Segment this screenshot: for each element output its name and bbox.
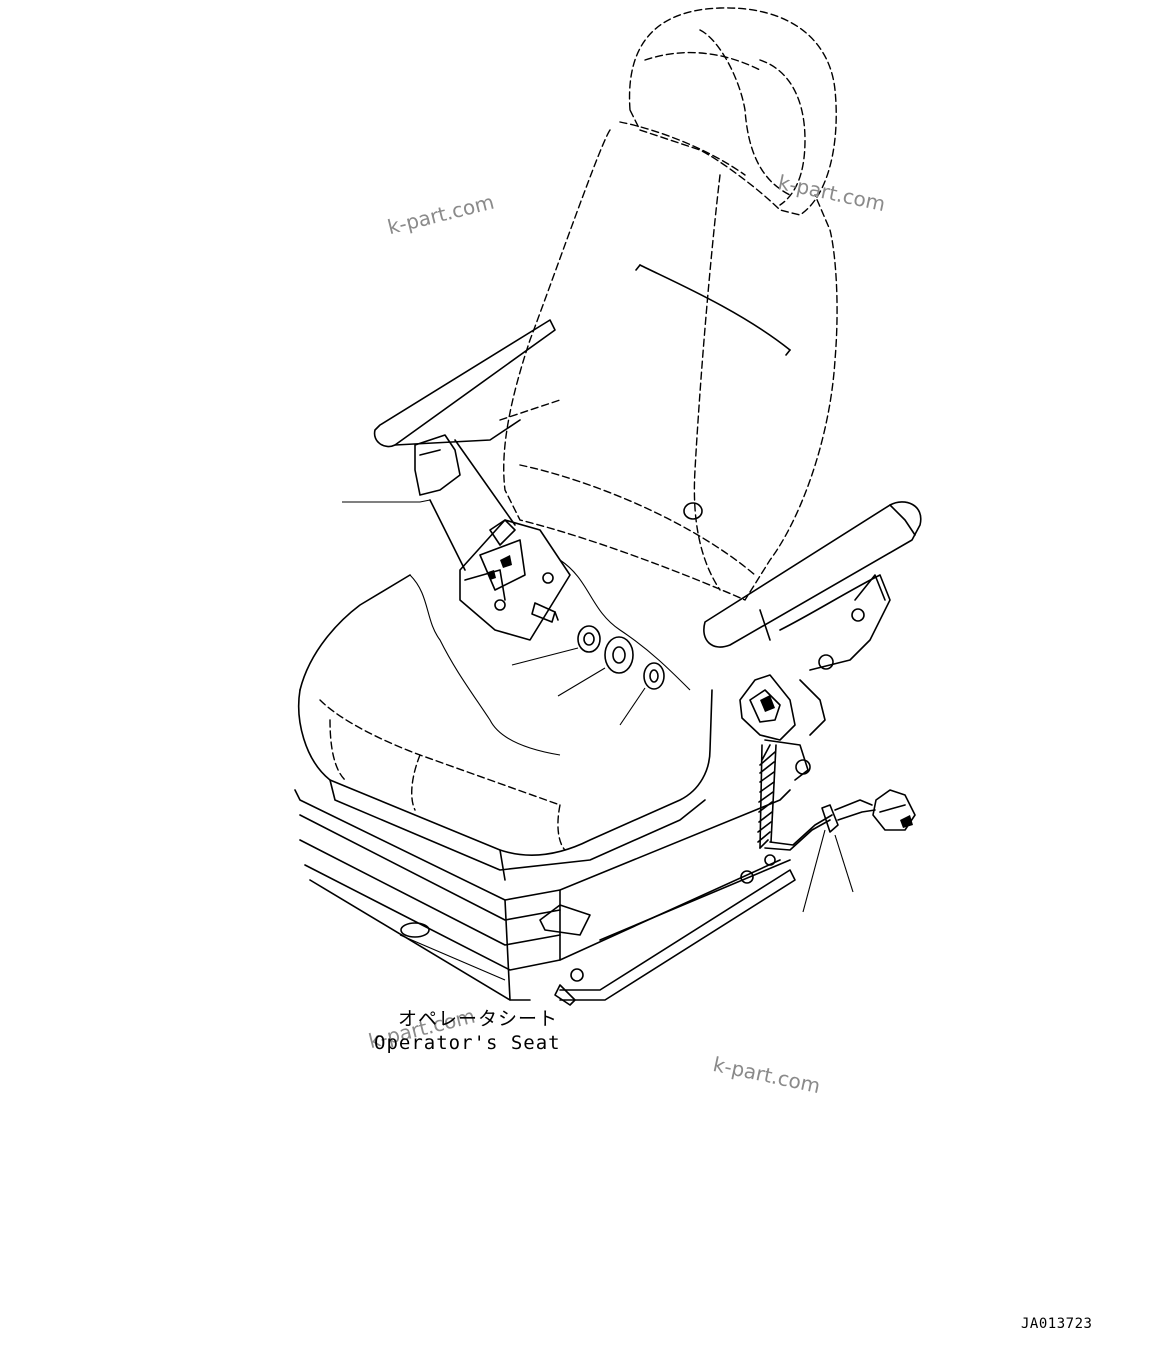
seat-cushion — [297, 559, 713, 881]
wire-harness-icon — [757, 744, 833, 851]
caption-english: Operator's Seat — [374, 1032, 561, 1054]
drawing-code: JA013723 — [1021, 1316, 1093, 1332]
headrest — [628, 7, 837, 216]
washer-icon — [577, 625, 665, 690]
caption-japanese: オペレータシート — [398, 1008, 559, 1030]
connector-icon — [821, 789, 916, 833]
seat-belt-retractor-icon — [459, 519, 571, 641]
right-armrest — [703, 501, 922, 736]
left-armrest — [373, 319, 561, 448]
seat-belt-latch — [739, 674, 811, 781]
seat-suspension — [294, 789, 796, 1006]
leader-lines — [342, 499, 854, 913]
backrest — [503, 121, 838, 601]
seat-belt-buckle-icon — [414, 434, 516, 571]
